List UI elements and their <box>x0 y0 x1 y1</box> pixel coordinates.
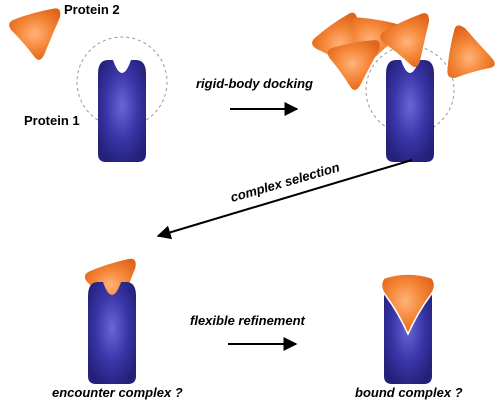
bound-complex-label: bound complex ? <box>355 385 463 400</box>
protein-1-unbound <box>98 60 146 162</box>
protein-2-unbound <box>7 7 68 64</box>
protein-2-pose <box>377 11 444 75</box>
selection-arrow <box>156 159 413 240</box>
protein-1-encounter <box>88 282 136 384</box>
protein-1-label: Protein 1 <box>24 113 80 128</box>
rigid-body-docking-label: rigid-body docking <box>196 76 313 91</box>
search-space-circle <box>76 36 168 128</box>
protein-2-bound <box>380 273 436 336</box>
flexible-refinement-label: flexible refinement <box>190 313 306 328</box>
protein-2-label: Protein 2 <box>64 2 120 17</box>
protein-1-docking <box>386 60 434 162</box>
search-space-circle-2 <box>365 45 455 135</box>
protein-2-pose <box>442 24 500 88</box>
protein-2-pose <box>327 39 384 93</box>
encounter-complex-label: encounter complex ? <box>52 385 183 400</box>
